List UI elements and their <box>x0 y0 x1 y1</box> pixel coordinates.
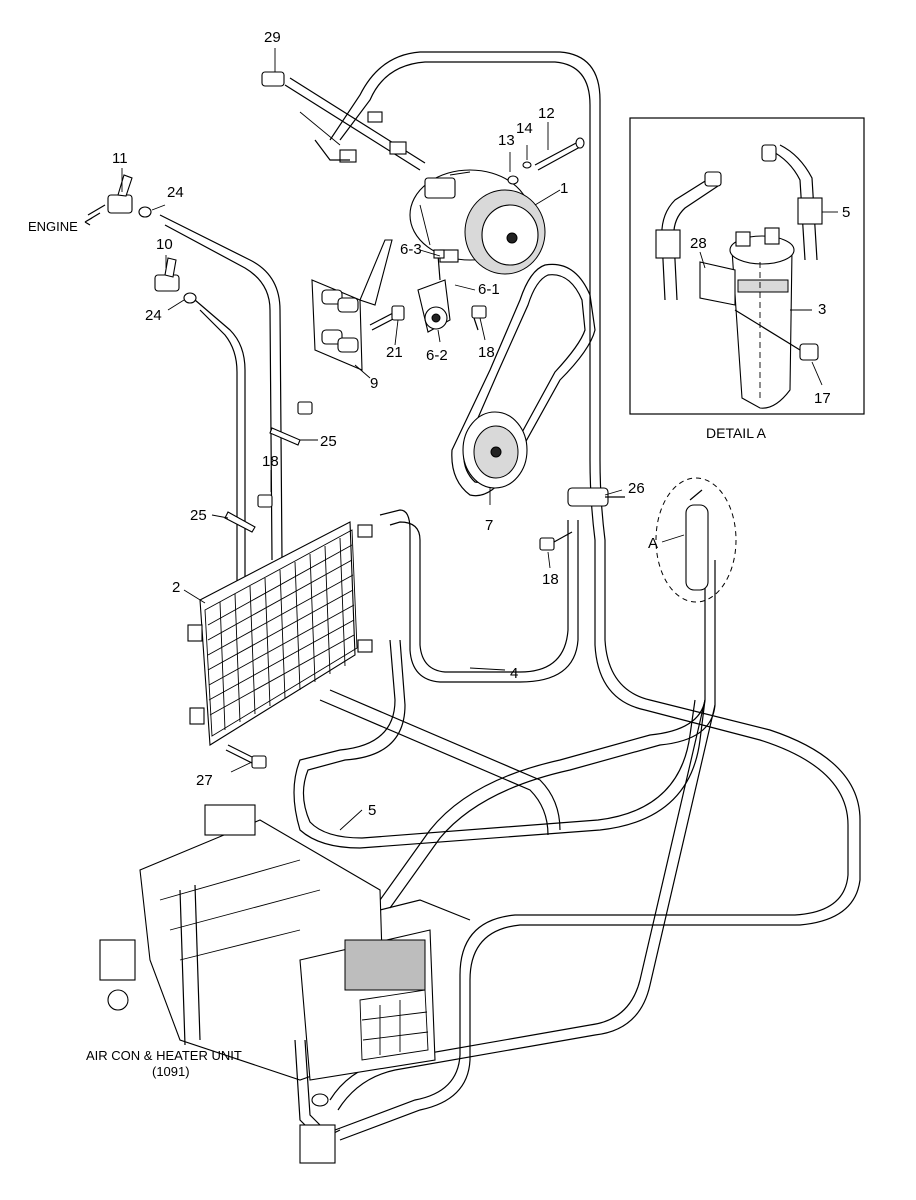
clamp-26 <box>567 487 625 507</box>
callout-6-1: 6-1 <box>478 281 500 298</box>
callout-21: 21 <box>386 344 403 361</box>
heater-unit <box>99 804 436 1164</box>
bolt-18-top <box>471 305 487 331</box>
callout-17: 17 <box>814 390 831 407</box>
callouts: 29 12 14 13 1 11 24 ENGINE 10 6-3 6-1 24… <box>28 29 850 819</box>
callout-24-lower: 24 <box>145 307 162 324</box>
callout-26: 26 <box>628 480 645 497</box>
heater-unit-caption-line2: (1091) <box>152 1064 190 1079</box>
receiver-drier-large <box>729 227 795 409</box>
callout-2: 2 <box>172 579 180 596</box>
callout-6-3: 6-3 <box>400 241 422 258</box>
callout-11: 11 <box>112 150 128 167</box>
receiver-hose <box>329 560 716 1111</box>
callout-28: 28 <box>690 235 707 252</box>
drive-belt-7 <box>451 263 596 497</box>
bolt-21 <box>369 305 405 331</box>
callout-3: 3 <box>818 301 826 318</box>
detail-a-caption: DETAIL A <box>706 425 767 441</box>
receiver-drier-small <box>655 477 737 603</box>
callout-18-left: 18 <box>262 453 279 470</box>
valve-10 <box>154 257 180 292</box>
washer-13 <box>507 175 519 185</box>
callout-6-2: 6-2 <box>426 347 448 364</box>
callout-18-right: 18 <box>542 571 559 588</box>
valve-11 <box>87 174 133 216</box>
bolt-18-right <box>539 531 573 551</box>
callout-13: 13 <box>498 132 515 149</box>
bolt-12 <box>534 137 585 171</box>
callout-engine: ENGINE <box>28 219 78 234</box>
detail-a-box <box>629 117 865 415</box>
hose-5-main <box>293 639 706 849</box>
heater-unit-caption-line1: AIR CON & HEATER UNIT <box>86 1048 242 1063</box>
callout-9: 9 <box>370 375 378 392</box>
bracket-25-upper <box>269 401 313 446</box>
callout-29: 29 <box>264 29 281 46</box>
engine-arrow <box>84 212 101 226</box>
callout-4: 4 <box>510 665 518 682</box>
callout-18-top: 18 <box>478 344 495 361</box>
callout-25-lower: 25 <box>190 507 207 524</box>
condenser <box>187 521 373 746</box>
engine-pipes <box>159 214 283 600</box>
leader-lines <box>121 48 838 831</box>
washer-14 <box>522 161 532 169</box>
condenser-grid <box>207 537 355 731</box>
tensioner-pulley <box>417 249 451 333</box>
bracket-25-lower <box>224 494 273 533</box>
callout-27: 27 <box>196 772 213 789</box>
bracket-9 <box>311 239 393 371</box>
callout-14: 14 <box>516 120 533 137</box>
callout-12: 12 <box>538 105 555 122</box>
lower-pipes <box>319 689 561 921</box>
callout-24-upper: 24 <box>167 184 184 201</box>
compressor-fittings <box>261 71 426 171</box>
washer-24-upper <box>138 206 152 218</box>
callout-1: 1 <box>560 180 568 197</box>
washer-24-lower <box>183 292 197 304</box>
callout-7: 7 <box>485 517 493 534</box>
hose-4 <box>379 509 579 683</box>
callout-5-detail: 5 <box>842 204 850 221</box>
long-hose-loop <box>329 51 861 1141</box>
callout-a-marker: A <box>648 535 658 552</box>
callout-10: 10 <box>156 236 173 253</box>
compressor <box>409 169 546 275</box>
callout-5-main: 5 <box>368 802 376 819</box>
callout-25-upper: 25 <box>320 433 337 450</box>
